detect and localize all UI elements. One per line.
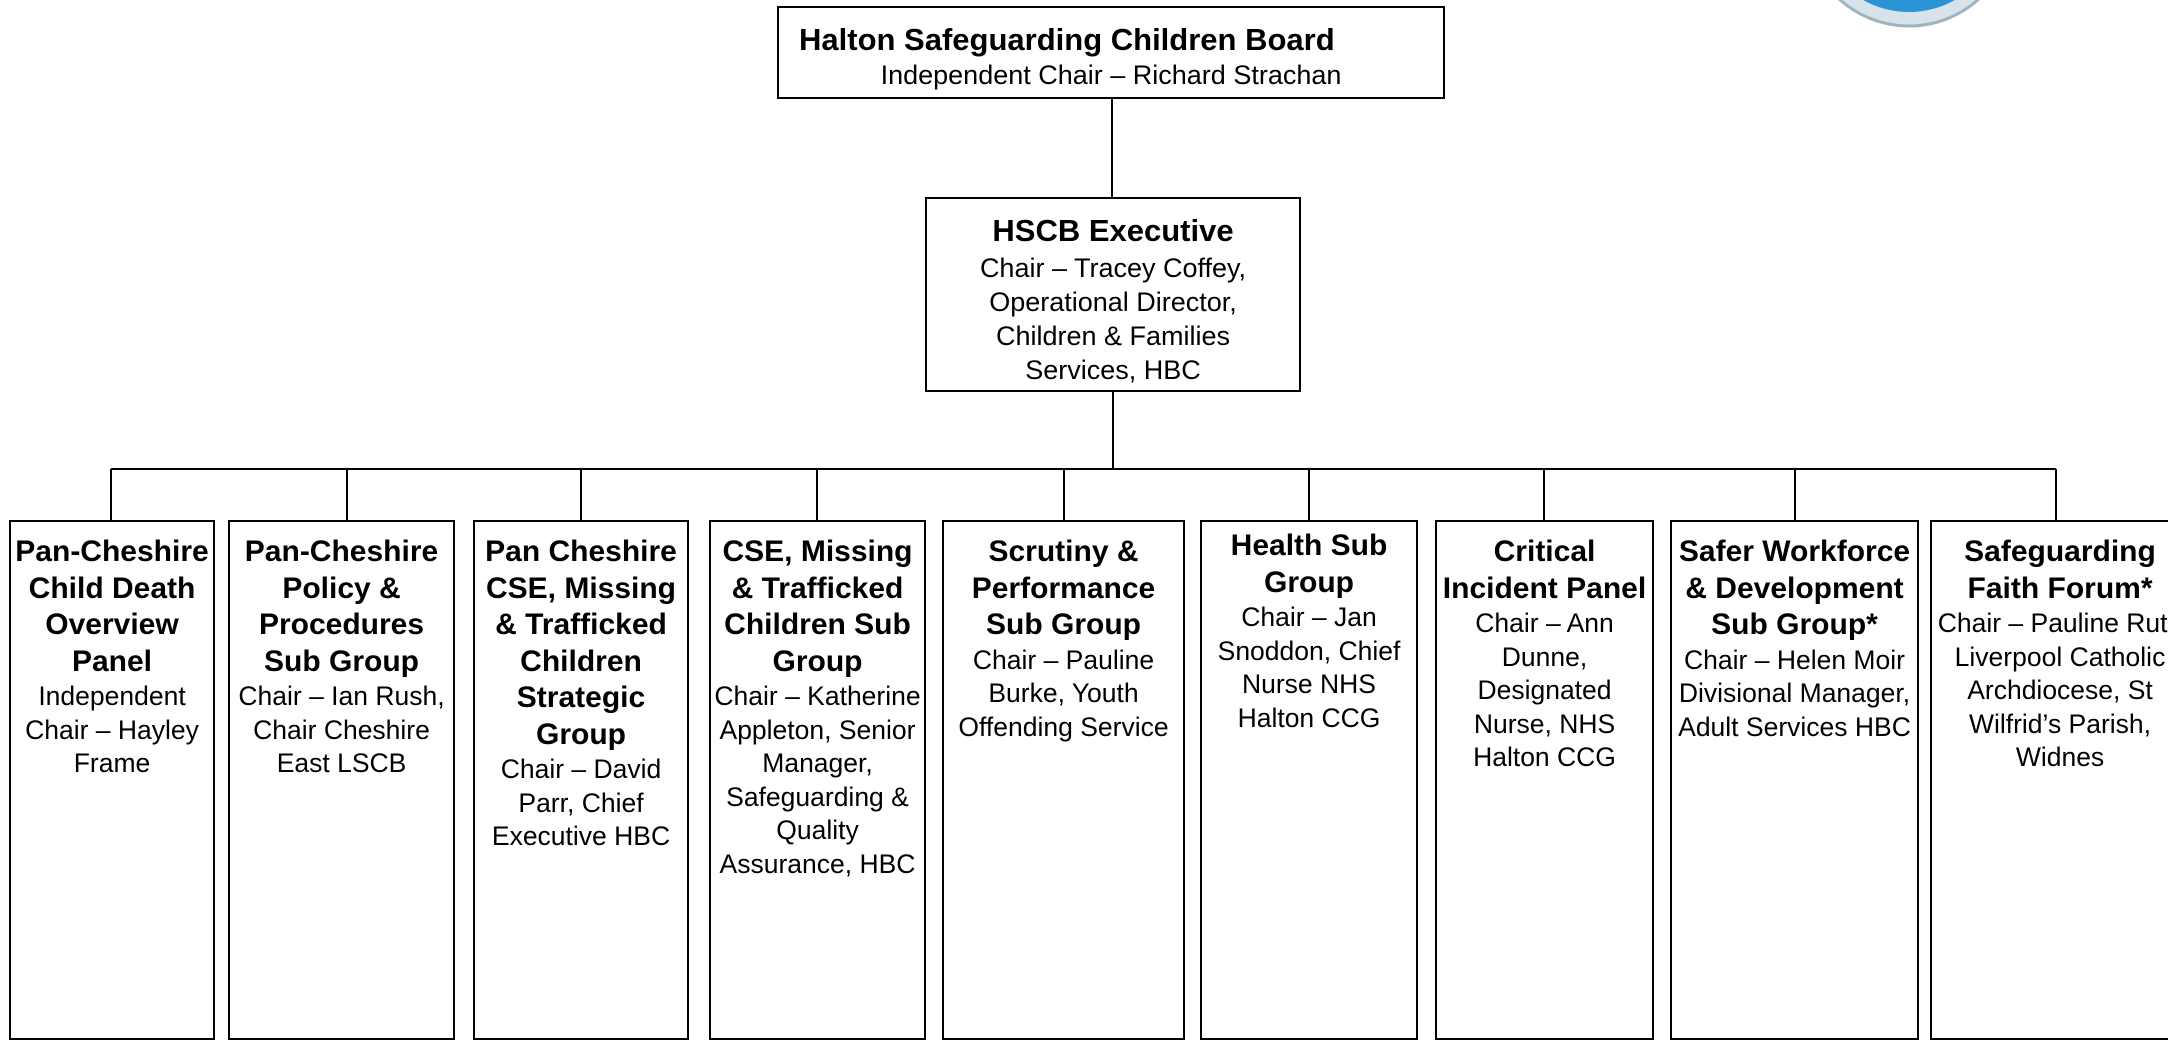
subgroup-box-faith-forum: Safeguarding Faith Forum* Chair – Paulin… <box>1930 520 2168 1040</box>
subgroup-chair: Chair – David Parr, Chief Executive HBC <box>491 754 671 851</box>
subgroup-title: Pan Cheshire CSE, Missing & Trafficked C… <box>485 535 677 751</box>
subgroup-chair: Chair – Jan Snoddon, Chief Nurse NHS Hal… <box>1217 602 1401 733</box>
subgroup-chair: Independent Chair – Hayley Frame <box>25 681 199 778</box>
subgroup-title: Safer Workforce & Development Sub Group* <box>1678 535 1911 641</box>
subgroup-chair: Chair – Pauline Burke, Youth Offending S… <box>958 644 1169 742</box>
subgroup-box-safer-workforce: Safer Workforce & Development Sub Group*… <box>1670 520 1919 1040</box>
subgroup-box-health: Health Sub Group Chair – Jan Snoddon, Ch… <box>1200 520 1418 1040</box>
subgroup-box-policy-procedures: Pan-Cheshire Policy & Procedures Sub Gro… <box>228 520 455 1040</box>
board-box: Halton Safeguarding Children Board Indep… <box>777 6 1445 99</box>
executive-chair: Chair – Tracey Coffey, Operational Direc… <box>979 253 1247 385</box>
executive-box: HSCB Executive Chair – Tracey Coffey, Op… <box>925 197 1301 392</box>
subgroup-box-child-death-overview-panel: Pan-Cheshire Child Death Overview Panel … <box>9 520 215 1040</box>
subgroup-chair: Chair – Helen Moir Divisional Manager, A… <box>1678 644 1911 742</box>
subgroup-chair: Chair – Pauline Ruth Liverpool Catholic … <box>1937 608 2168 772</box>
subgroup-title: Critical Incident Panel <box>1442 535 1647 605</box>
subgroup-title: Pan-Cheshire Policy & Procedures Sub Gro… <box>244 535 439 678</box>
subgroup-chair: Chair – Ian Rush, Chair Cheshire East LS… <box>238 681 445 778</box>
subgroup-title: Safeguarding Faith Forum* <box>1964 535 2156 605</box>
subgroup-title: CSE, Missing & Trafficked Children Sub G… <box>722 535 913 678</box>
board-title: Halton Safeguarding Children Board <box>799 22 1335 57</box>
subgroup-chair: Chair – Ann Dunne, Designated Nurse, NHS… <box>1473 608 1616 772</box>
subgroup-box-critical-incident-panel: Critical Incident Panel Chair – Ann Dunn… <box>1435 520 1654 1040</box>
subgroup-title: Health Sub Group <box>1230 529 1388 599</box>
subgroup-box-cse-sub-group: CSE, Missing & Trafficked Children Sub G… <box>709 520 926 1040</box>
subgroup-box-scrutiny-performance: Scrutiny & Performance Sub Group Chair –… <box>942 520 1185 1040</box>
subgroup-title: Scrutiny & Performance Sub Group <box>971 535 1156 641</box>
subgroup-box-cse-strategic-group: Pan Cheshire CSE, Missing & Trafficked C… <box>473 520 689 1040</box>
board-chair: Independent Chair – Richard Strachan <box>880 60 1342 90</box>
executive-title: HSCB Executive <box>992 213 1234 248</box>
subgroup-title: Pan-Cheshire Child Death Overview Panel <box>15 535 209 678</box>
organisation-logo-icon <box>1838 0 1980 28</box>
subgroup-chair: Chair – Katherine Appleton, Senior Manag… <box>714 681 921 879</box>
